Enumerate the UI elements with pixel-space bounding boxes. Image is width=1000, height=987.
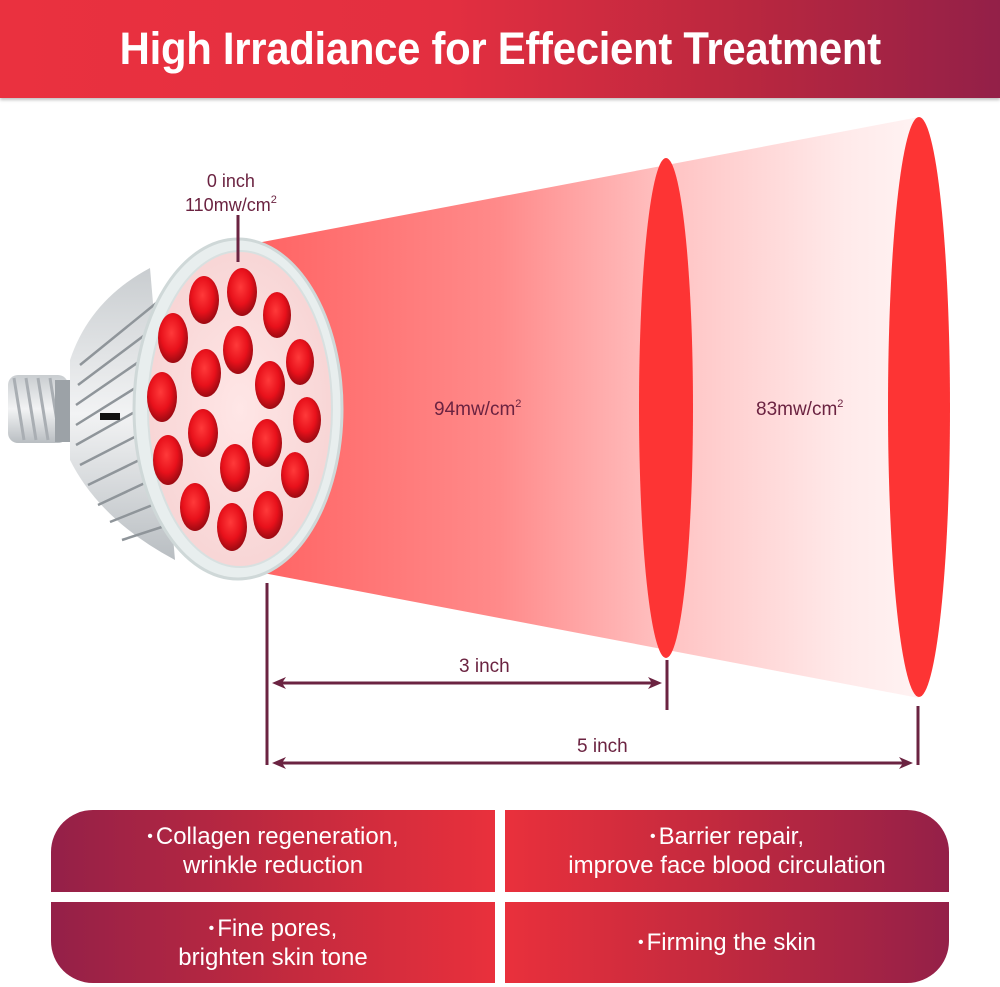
irradiance-label-3-inch: 94mw/cm2 [434,398,522,420]
origin-distance: 0 inch [206,171,255,191]
irradiance-label-5-inch: 83mw/cm2 [756,398,844,420]
distance-label-3-inch: 3 inch [459,656,510,677]
origin-label: 0 inch 110mw/cm2 [185,172,277,215]
title-banner: High Irradiance for Effecient Treatment [0,0,1000,98]
bullet-icon: • [147,828,153,845]
distance-measurements [265,583,920,769]
bullet-icon: • [638,934,644,951]
bullet-icon: • [650,828,656,845]
benefit-collagen: •Collagen regeneration, wrinkle reductio… [51,810,495,892]
benefit-fine-pores: •Fine pores, brighten skin tone [51,902,495,983]
target-disc-5-inch [888,117,950,697]
led-array [147,268,321,551]
benefit-barrier-repair: •Barrier repair, improve face blood circ… [505,810,949,892]
distance-label-5-inch: 5 inch [577,736,628,757]
light-beam [257,117,919,698]
origin-irradiance: 110mw/cm2 [185,194,277,215]
bullet-icon: • [208,919,215,937]
target-disc-3-inch [639,158,693,658]
benefit-firming: •Firming the skin [505,902,949,983]
screw-base-icon [8,375,73,443]
page-title: High Irradiance for Effecient Treatment [119,23,881,74]
